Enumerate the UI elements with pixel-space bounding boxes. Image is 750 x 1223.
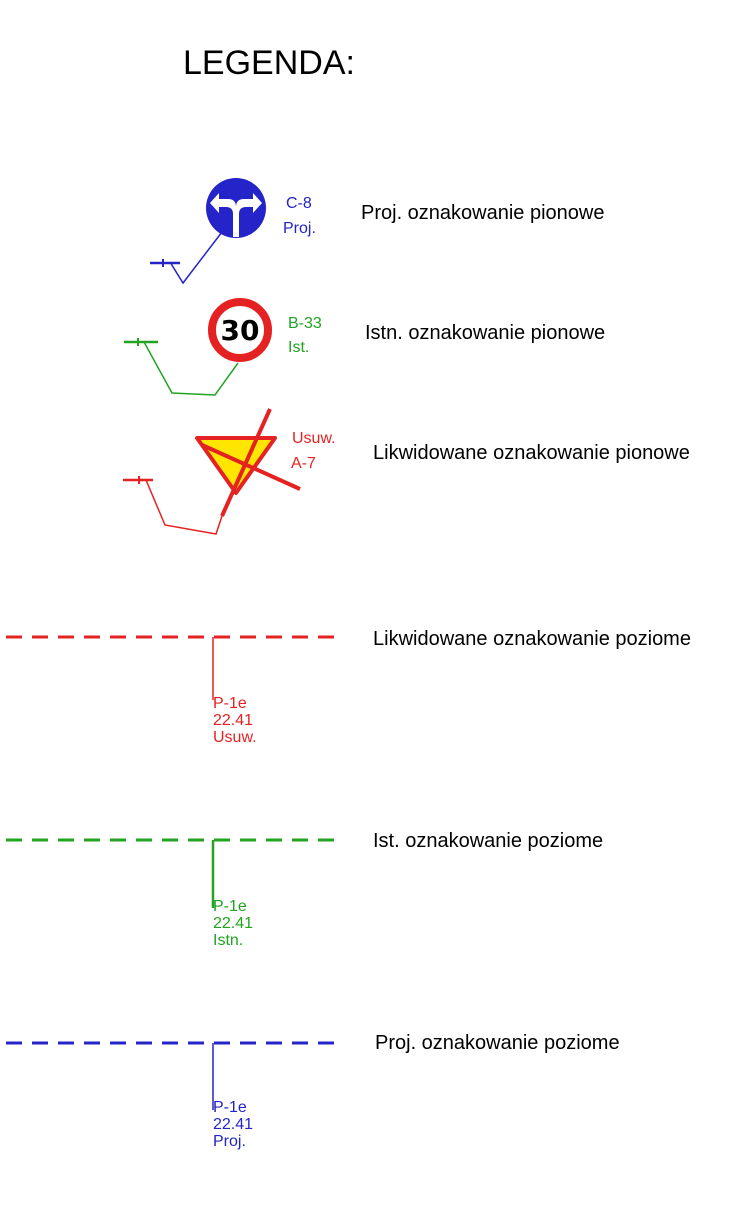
- sign-code: B-33: [288, 315, 322, 332]
- legend-row-marking-proj: P-1e 22.41 Proj. Proj. oznakowanie pozio…: [6, 1032, 620, 1150]
- legend-row-c8: C-8 Proj. Proj. oznakowanie pionowe: [150, 178, 605, 285]
- marking-description: Ist. oznakowanie poziome: [373, 830, 603, 852]
- marking-dimension: 22.41: [213, 712, 253, 729]
- sign-status: Ist.: [288, 339, 309, 356]
- legend-title: LEGENDA:: [183, 44, 355, 82]
- marking-status: Usuw.: [213, 729, 257, 746]
- speed-limit-icon: 30: [208, 298, 272, 362]
- sign-post-leader: [124, 338, 239, 396]
- marking-dimension: 22.41: [213, 915, 253, 932]
- marking-code: P-1e: [213, 898, 247, 915]
- sign-post-leader: [123, 476, 223, 535]
- sign-description: Istn. oznakowanie pionowe: [365, 322, 605, 344]
- legend-row-marking-istn: P-1e 22.41 Istn. Ist. oznakowanie poziom…: [6, 830, 603, 949]
- marking-description: Proj. oznakowanie poziome: [375, 1032, 620, 1054]
- marking-status: Proj.: [213, 1133, 246, 1150]
- sign-status: Usuw.: [292, 430, 336, 447]
- sign-code: C-8: [286, 195, 312, 212]
- legend-row-b33: 30 B-33 Ist. Istn. oznakowanie pionowe: [124, 298, 605, 396]
- sign-description: Proj. oznakowanie pionowe: [361, 202, 605, 224]
- sign-description: Likwidowane oznakowanie pionowe: [373, 442, 690, 464]
- sign-code: A-7: [291, 455, 316, 472]
- marking-dimension: 22.41: [213, 1116, 253, 1133]
- yield-sign-crossed-icon: [195, 408, 301, 517]
- sign-status: Proj.: [283, 220, 316, 237]
- legend-row-marking-usuw: P-1e 22.41 Usuw. Likwidowane oznakowanie…: [6, 628, 691, 746]
- speed-limit-value: 30: [221, 314, 260, 347]
- marking-code: P-1e: [213, 695, 247, 712]
- marking-code: P-1e: [213, 1099, 247, 1116]
- marking-description: Likwidowane oznakowanie poziome: [373, 628, 691, 650]
- sign-post-leader: [150, 231, 223, 285]
- mandatory-turn-left-right-icon: [206, 178, 266, 238]
- legend-row-a7: Usuw. A-7 Likwidowane oznakowanie pionow…: [123, 408, 690, 535]
- marking-status: Istn.: [213, 932, 243, 949]
